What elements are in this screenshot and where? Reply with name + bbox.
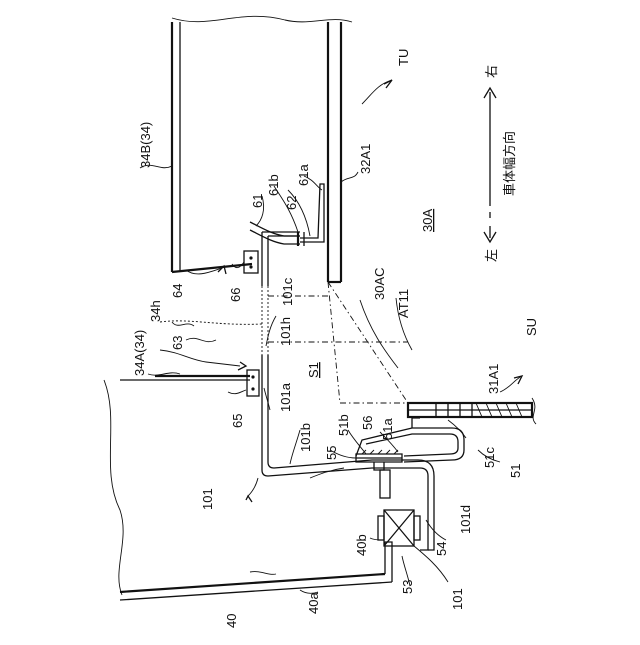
- label-101h: 101h: [278, 317, 293, 346]
- label-32a1: 32A1: [358, 144, 373, 174]
- label-65: 65: [230, 414, 245, 428]
- label-62: 62: [284, 196, 299, 210]
- label-51b: 51b: [336, 414, 351, 436]
- label-51c: 51c: [482, 447, 497, 468]
- label-61b: 61b: [266, 174, 281, 196]
- direction-caption: 車体幅方向: [502, 131, 517, 196]
- bracket-65: [247, 370, 259, 396]
- label-101: 101: [200, 488, 215, 510]
- label-101a: 101a: [278, 382, 293, 412]
- label-53: 53: [400, 580, 415, 594]
- label-61a: 61a: [296, 164, 311, 186]
- direction-left: 左: [484, 249, 499, 262]
- fastener-53-54: [378, 470, 420, 546]
- member-31a1: [408, 398, 536, 424]
- label-34b: 34B(34): [138, 122, 153, 168]
- label-31a1: 31A1: [486, 364, 501, 394]
- label-tu: TU: [396, 49, 411, 66]
- label-101d: 101d: [458, 505, 473, 534]
- bracket-66: [244, 251, 258, 273]
- label-34h: 34h: [148, 300, 163, 322]
- label-101-bottom: 101: [450, 588, 465, 610]
- label-56: 56: [360, 416, 375, 430]
- seal-61: [250, 184, 324, 246]
- direction-right: 右: [484, 65, 499, 78]
- label-55: 55: [324, 446, 339, 460]
- label-64: 64: [170, 284, 185, 298]
- label-101c: 101c: [280, 277, 295, 306]
- label-51a: 51a: [380, 418, 395, 440]
- label-61: 61: [250, 194, 265, 208]
- label-su: SU: [524, 318, 539, 336]
- label-51: 51: [508, 464, 523, 478]
- label-30ac: 30AC: [372, 267, 387, 300]
- member-32a1: [328, 22, 341, 282]
- label-66: 66: [228, 288, 243, 302]
- panel-34a: [104, 376, 392, 600]
- label-34a: 34A(34): [132, 330, 147, 376]
- label-40a: 40a: [306, 592, 321, 614]
- label-40: 40: [224, 614, 239, 628]
- label-at11: AT11: [396, 289, 411, 318]
- label-63: 63: [170, 336, 185, 350]
- label-30a: 30A: [420, 209, 435, 232]
- direction-indicator: [484, 88, 496, 242]
- label-40b: 40b: [354, 534, 369, 556]
- label-54: 54: [434, 542, 449, 556]
- label-101b: 101b: [298, 423, 313, 452]
- label-s1: S1: [306, 362, 321, 378]
